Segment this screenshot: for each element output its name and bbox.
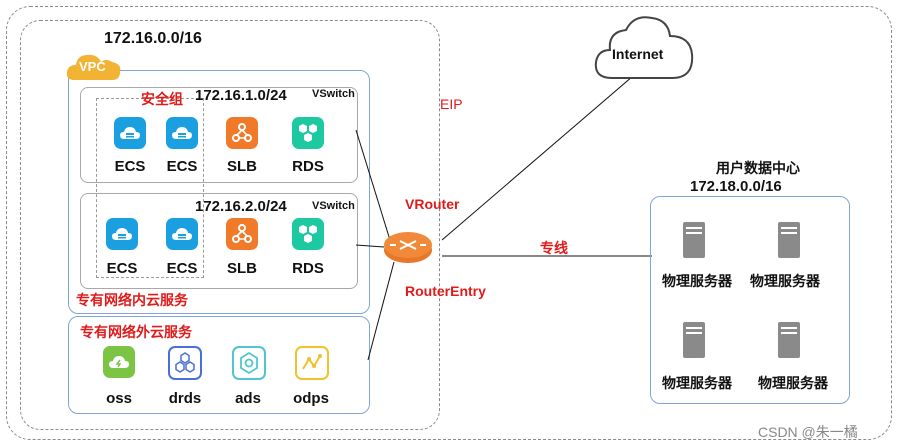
service-label: ads: [235, 390, 261, 407]
server-icon: [778, 322, 800, 363]
internet-label: Internet: [612, 46, 664, 62]
outer-router-line: [367, 261, 395, 361]
vswitch-1-tag: VSwitch: [312, 88, 355, 100]
service-label: oss: [106, 390, 132, 407]
server-icon: [683, 322, 705, 363]
watermark: CSDN @朱一橘: [758, 424, 858, 440]
server-label: 物理服务器: [750, 273, 820, 289]
service-label: odps: [293, 390, 329, 407]
service-label: RDS: [292, 158, 324, 175]
ecs-icon: [106, 218, 138, 250]
dedicated-line-label: 专线: [540, 240, 568, 256]
vswitch-1-cidr: 172.16.1.0/24: [195, 87, 287, 104]
service-label: ECS: [166, 158, 198, 175]
slb-icon: [226, 117, 258, 149]
ecs-icon: [114, 117, 146, 149]
service-label: RDS: [292, 260, 324, 277]
router-entry-label: RouterEntry: [405, 283, 486, 299]
service-label: ECS: [166, 260, 198, 277]
datacenter-region: [650, 196, 850, 404]
vpc-badge: VPC: [64, 50, 124, 82]
server-label: 物理服务器: [662, 273, 732, 289]
security-group-label: 安全组: [141, 91, 183, 107]
vswitch2-router-line: [355, 244, 385, 248]
service-label: drds: [168, 390, 202, 407]
vpc-cidr: 172.16.0.0/16: [104, 30, 202, 47]
service-label: ECS: [106, 260, 138, 277]
vswitch-2-tag: VSwitch: [312, 200, 355, 212]
server-icon: [683, 222, 705, 263]
outer-services-label: 专有网络外云服务: [80, 324, 192, 340]
internet-cloud: Internet: [590, 8, 700, 86]
rds-icon: [292, 218, 324, 250]
vpc-frame: [20, 20, 440, 430]
service-label: SLB: [227, 260, 257, 277]
vswitch1-router-line: [355, 129, 391, 241]
eip-label: EIP: [440, 96, 463, 112]
inner-services-label: 专有网络内云服务: [76, 292, 188, 308]
datacenter-cidr: 172.18.0.0/16: [690, 178, 782, 195]
service-label: ECS: [114, 158, 146, 175]
router-internet-line: [441, 69, 641, 241]
vpc-inner-region: [68, 70, 370, 314]
server-label: 物理服务器: [662, 375, 732, 391]
server-icon: [778, 222, 800, 263]
vrouter-label: VRouter: [405, 196, 460, 212]
rds-icon: [292, 117, 324, 149]
cloud-icon: [66, 54, 121, 80]
odps-icon: [295, 346, 329, 380]
slb-icon: [226, 218, 258, 250]
region-frame: [6, 6, 892, 440]
drds-icon: [168, 346, 202, 380]
security-group-box: [96, 98, 204, 278]
datacenter-title: 用户数据中心: [716, 160, 800, 176]
ads-icon: [232, 346, 266, 380]
router-icon: [382, 228, 434, 266]
service-label: SLB: [227, 158, 257, 175]
server-label: 物理服务器: [758, 375, 828, 391]
cloud-icon: [594, 16, 694, 79]
ecs-icon: [166, 218, 198, 250]
vswitch-2-cidr: 172.16.2.0/24: [195, 198, 287, 215]
vpc-badge-label: VPC: [79, 59, 106, 74]
outer-services-region: [68, 316, 370, 414]
ecs-icon: [166, 117, 198, 149]
oss-icon: [103, 346, 135, 378]
